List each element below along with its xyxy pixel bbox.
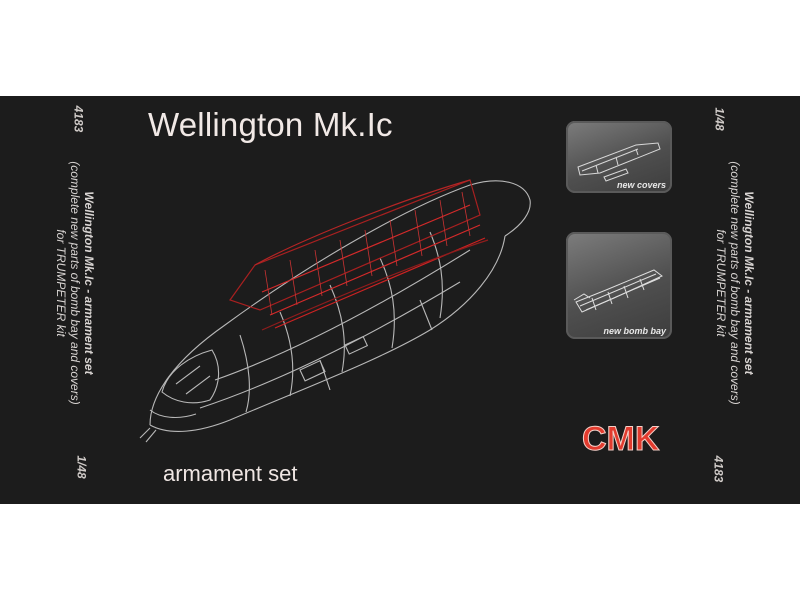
product-title: Wellington Mk.Ic — [148, 106, 393, 143]
left-scale: 1/48 — [74, 455, 89, 479]
product-subtitle: armament set — [163, 461, 298, 486]
bomb-bay-part-drawing — [573, 269, 663, 313]
right-side-line1: (complete new parts of bomb bay and cove… — [728, 161, 742, 405]
right-code: 4183 — [711, 455, 726, 483]
right-side-description: Wellington Mk.Ic - armament set (complet… — [714, 133, 756, 433]
inset-new-covers-caption: new covers — [616, 180, 666, 190]
right-side-title: Wellington Mk.Ic - armament set — [742, 191, 756, 375]
left-side-line1: (complete new parts of bomb bay and cove… — [68, 161, 82, 405]
covers-part-drawing — [577, 142, 661, 182]
right-side-line2: for TRUMPETER kit — [714, 229, 728, 337]
inset-new-bomb-bay: new bomb bay — [566, 232, 672, 339]
cmk-logo-text: CMK — [582, 420, 660, 454]
left-code: 4183 — [71, 105, 86, 133]
right-scale: 1/48 — [712, 107, 727, 131]
left-side-description: Wellington Mk.Ic - armament set (complet… — [54, 133, 96, 433]
inset-new-bomb-bay-caption: new bomb bay — [603, 326, 666, 336]
left-side-title: Wellington Mk.Ic - armament set — [82, 191, 96, 375]
left-side-line2: for TRUMPETER kit — [54, 229, 68, 337]
cmk-logo: CMK — [578, 410, 670, 455]
inset-new-covers: new covers — [566, 121, 672, 193]
